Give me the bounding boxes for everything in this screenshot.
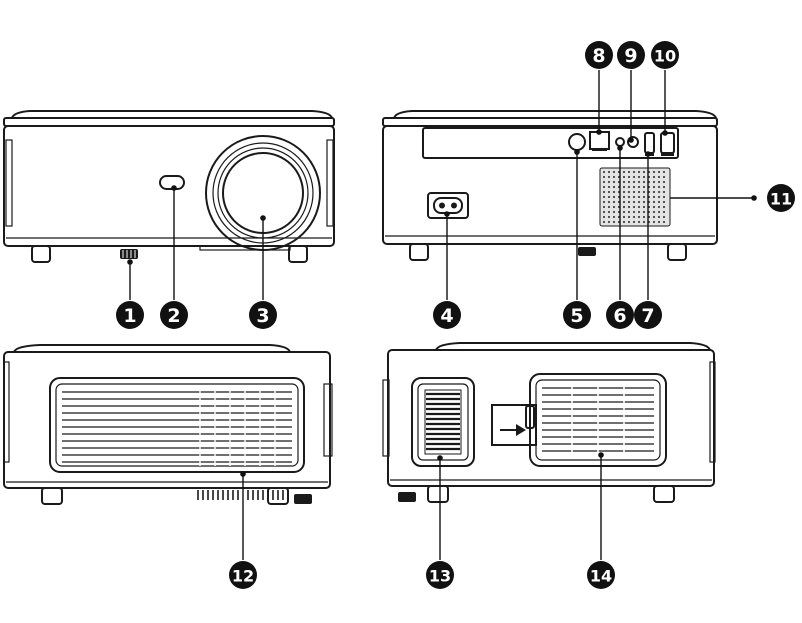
callout-2-label: 2	[167, 305, 180, 327]
bottom-vent	[197, 490, 289, 500]
filter-cover	[491, 373, 667, 467]
callout-7: 7	[634, 301, 662, 329]
callout-13: 13	[426, 561, 454, 589]
callout-8-label: 8	[592, 45, 605, 67]
callout-9-label: 9	[624, 45, 637, 67]
callout-1: 1	[116, 301, 144, 329]
callout-5: 5	[563, 301, 591, 329]
callout-8: 8	[585, 41, 613, 69]
callout-6-label: 6	[613, 305, 626, 327]
callout-12: 12	[229, 561, 257, 589]
leader-lines	[129, 70, 754, 560]
callout-2: 2	[160, 301, 188, 329]
power-button	[568, 133, 586, 151]
callout-6: 6	[606, 301, 634, 329]
callout-14-label: 14	[590, 567, 612, 586]
callout-11-label: 11	[770, 190, 792, 209]
av-port	[615, 137, 625, 147]
callout-3-label: 3	[256, 305, 269, 327]
callout-13-label: 13	[429, 567, 451, 586]
callout-4-label: 4	[440, 305, 453, 327]
callout-10-label: 10	[654, 47, 676, 66]
callout-12-label: 12	[232, 567, 254, 586]
front-view	[3, 110, 335, 263]
callout-11: 11	[767, 184, 795, 212]
adjustable-foot	[120, 249, 138, 259]
right-side-view	[382, 342, 716, 503]
callout-3: 3	[249, 301, 277, 329]
callout-1-label: 1	[123, 305, 136, 327]
leader-dots	[127, 129, 757, 477]
callout-10: 10	[651, 41, 679, 69]
callout-4: 4	[433, 301, 461, 329]
callout-14: 14	[587, 561, 615, 589]
left-side-view	[3, 344, 333, 505]
callout-9: 9	[617, 41, 645, 69]
audio-port	[627, 136, 639, 148]
intake-vent	[411, 377, 475, 467]
hdmi-port-1	[644, 132, 655, 154]
callout-5-label: 5	[570, 305, 583, 327]
hdmi-port-2	[660, 132, 675, 154]
callout-7-label: 7	[641, 305, 654, 327]
